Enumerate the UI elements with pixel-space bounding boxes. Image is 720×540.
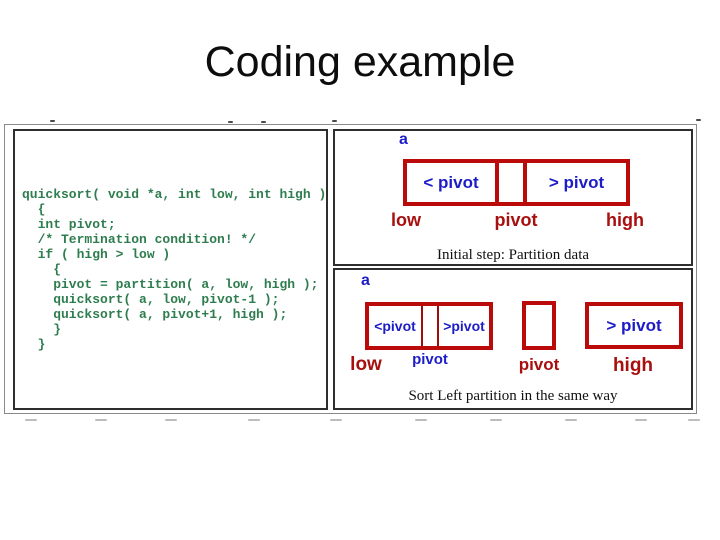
clipped-text-artifact — [50, 120, 55, 122]
clipped-text-artifact — [165, 419, 177, 421]
quicksort-code-panel: quicksort( void *a, int low, int high ) … — [13, 129, 328, 410]
less-than-pivot-cell: < pivot — [407, 163, 499, 202]
greater-than-pivot-cell: > pivot — [548, 172, 605, 192]
code-line: } — [22, 337, 46, 352]
clipped-text-artifact — [25, 419, 37, 421]
pivot-cell — [423, 306, 439, 346]
pivot-index-label: pivot — [494, 210, 538, 230]
code-line: } — [22, 322, 62, 337]
slide-title: Coding example — [204, 38, 516, 86]
array-name-label: a — [361, 272, 370, 289]
less-than-pivot-cell: <pivot — [369, 306, 423, 346]
clipped-text-artifact — [248, 419, 260, 421]
pivot-element-box — [522, 301, 556, 350]
partition-array-box: < pivot > pivot — [403, 159, 630, 206]
code-line: if ( high > low ) — [22, 247, 171, 262]
step-caption: Sort Left partition in the same way — [408, 388, 618, 404]
clipped-text-artifact — [688, 419, 700, 421]
greater-than-pivot-cell: >pivot — [443, 318, 485, 334]
code-line: pivot = partition( a, low, high ); — [22, 277, 319, 292]
right-partition-box: > pivot — [585, 302, 683, 349]
high-index-label: high — [612, 355, 654, 376]
code-line: quicksort( a, pivot+1, high ); — [22, 307, 288, 322]
code-line: { — [22, 262, 62, 277]
sub-pivot-index-label: pivot — [412, 351, 448, 368]
code-line: quicksort( void *a, int low, int high ) — [22, 187, 327, 202]
left-partition-box: <pivot >pivot — [365, 302, 493, 350]
clipped-text-artifact — [415, 419, 427, 421]
clipped-text-artifact — [332, 120, 337, 122]
low-index-label: low — [350, 354, 382, 375]
partition-step-panel: a < pivot > pivot low pivot high Initial… — [333, 129, 693, 266]
code-line: { — [22, 202, 46, 217]
step-caption: Initial step: Partition data — [436, 247, 590, 263]
clipped-text-artifact — [696, 119, 701, 121]
sort-left-step-panel: a <pivot >pivot low pivot pivot > pivot … — [333, 268, 693, 410]
clipped-text-artifact — [95, 419, 107, 421]
code-line: int pivot; — [22, 217, 116, 232]
clipped-text-artifact — [565, 419, 577, 421]
greater-than-pivot-cell: > pivot — [606, 315, 662, 335]
clipped-text-artifact — [228, 121, 233, 123]
clipped-text-artifact — [635, 419, 647, 421]
clipped-text-artifact — [490, 419, 502, 421]
array-name-label: a — [399, 131, 408, 148]
code-line: quicksort( a, low, pivot-1 ); — [22, 292, 280, 307]
code-line: /* Termination condition! */ — [22, 232, 257, 247]
high-index-label: high — [606, 210, 644, 230]
quicksort-code: quicksort( void *a, int low, int high ) … — [22, 187, 327, 352]
clipped-text-artifact — [330, 419, 342, 421]
clipped-text-artifact — [261, 121, 266, 123]
low-index-label: low — [391, 210, 421, 230]
pivot-cell — [499, 163, 527, 202]
pivot-index-label: pivot — [518, 355, 560, 374]
